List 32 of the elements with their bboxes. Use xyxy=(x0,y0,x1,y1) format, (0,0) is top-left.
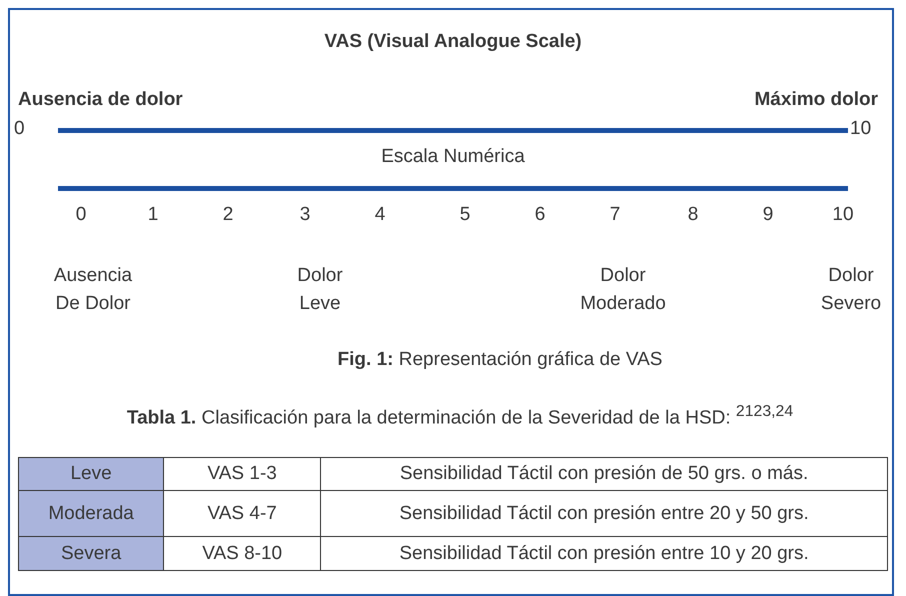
table-cell: VAS 4-7 xyxy=(164,490,321,536)
figure-caption: Fig. 1: Representación gráfica de VAS xyxy=(338,349,662,371)
scale-name: Escala Numérica xyxy=(381,146,525,168)
table-cell: VAS 1-3 xyxy=(164,458,321,490)
scale-number: 0 xyxy=(14,118,25,140)
tick-number: 4 xyxy=(374,204,386,226)
endpoint-label: Ausencia de dolor xyxy=(18,89,183,111)
tick-number: 0 xyxy=(76,204,86,226)
tick-number: 9 xyxy=(762,204,774,226)
tick-number: 5 xyxy=(460,204,470,226)
pain-category: Dolor Leve xyxy=(297,264,343,316)
endpoint-label: Máximo dolor xyxy=(754,89,878,111)
table-cell: Sensibilidad Táctil con presión de 50 grs. o más. xyxy=(320,458,888,490)
pain-category: Ausencia De Dolor xyxy=(52,264,134,316)
table-cell: Severa xyxy=(18,536,164,570)
tick-number: 3 xyxy=(300,204,310,226)
table-title: Tabla 1. Clasificación para la determinación de la Severidad de la HSD: $^{2123,24}$ xyxy=(126,402,794,430)
tick-number: 10 xyxy=(832,204,854,226)
tick-number: 1 xyxy=(148,204,158,226)
tick-number: 8 xyxy=(688,204,698,226)
tick-number: 7 xyxy=(610,204,620,226)
table-cell: Leve xyxy=(18,458,164,490)
pain-category: Dolor Severo xyxy=(820,264,882,316)
table-cell: VAS 8-10 xyxy=(164,536,321,570)
tick-number: 2 xyxy=(222,204,234,226)
table-cell: Sensibilidad Táctil con presión entre 10 y 20 grs. xyxy=(320,536,888,570)
scale-number: 10 xyxy=(850,118,872,140)
title: VAS (Visual Analogue Scale) xyxy=(324,31,582,53)
tick-number: 6 xyxy=(534,204,546,226)
pain-category: Dolor Moderado xyxy=(580,264,666,316)
table-cell: Sensibilidad Táctil con presión entre 20 y 50 grs. xyxy=(320,490,888,536)
table-cell: Moderada xyxy=(18,490,164,536)
